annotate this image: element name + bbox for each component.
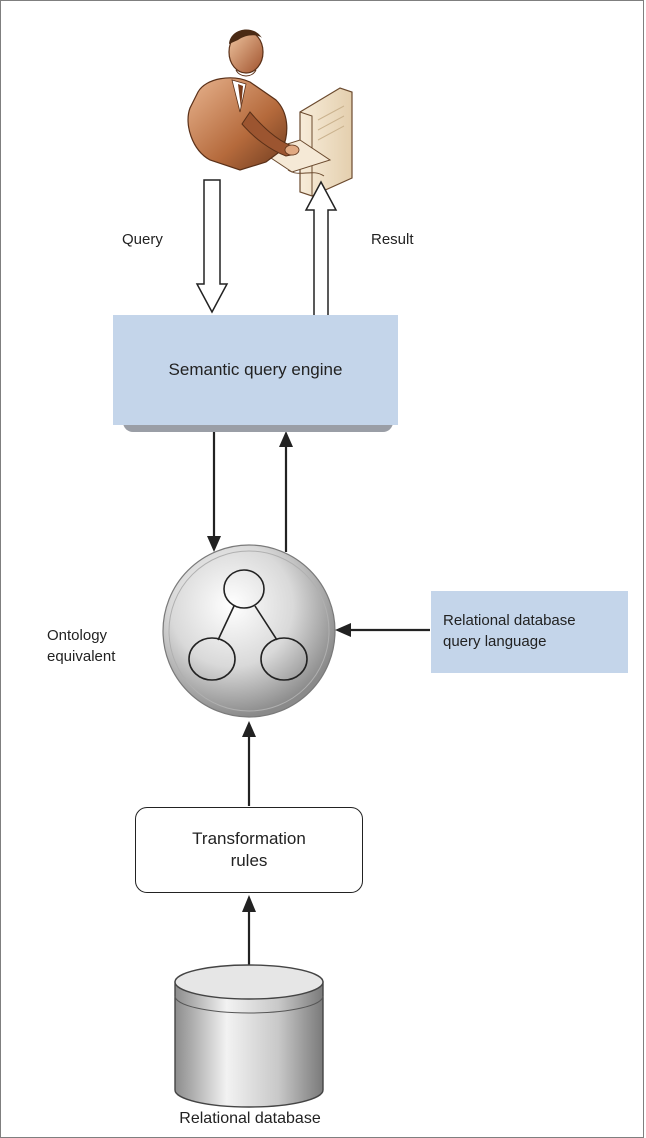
person-at-computer-icon [187, 29, 353, 197]
query-label: Query [122, 231, 163, 248]
rules-line2: rules [230, 851, 268, 870]
database-to-rules-arrow [242, 895, 256, 965]
ontology-label-line2: equivalent [47, 648, 116, 665]
query-language-line2: query language [443, 633, 547, 650]
ontology-to-engine-arrow [279, 431, 293, 552]
result-arrow [304, 180, 338, 317]
rules-to-ontology-arrow [242, 721, 256, 806]
result-label: Result [371, 231, 414, 248]
engine-to-ontology-arrow [207, 432, 221, 552]
rules-line1: Transformation [192, 829, 306, 848]
query-language-label: Relational database query language [443, 610, 576, 652]
database-cylinder-icon [174, 964, 324, 1108]
transformation-rules-box: Transformation rules [135, 807, 363, 893]
ontology-tree-icon [162, 544, 336, 718]
query-language-line1: Relational database [443, 612, 576, 629]
query-language-to-ontology-arrow [335, 623, 430, 637]
engine-label: Semantic query engine [168, 360, 343, 379]
semantic-query-engine-box: Semantic query engine [113, 315, 398, 425]
query-arrow [195, 179, 229, 314]
database-label: Relational database [179, 1110, 321, 1127]
ontology-label-line1: Ontology [47, 627, 108, 644]
query-language-box: Relational database query language [431, 591, 628, 673]
